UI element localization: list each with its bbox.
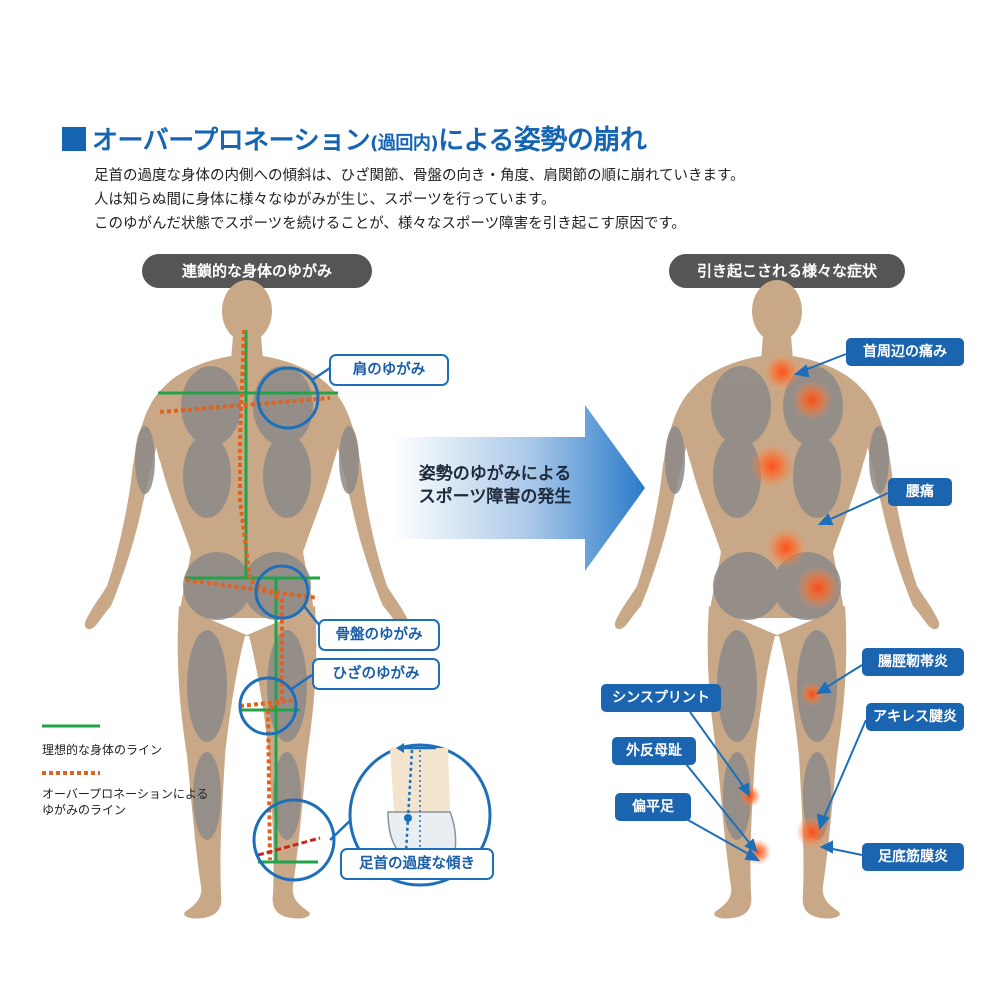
title-paren: (過回内) xyxy=(370,133,439,154)
callout-pelvis: 骨盤のゆがみ xyxy=(318,619,440,651)
ideal-lines xyxy=(158,330,338,864)
title-main: オーバープロネーション xyxy=(92,126,371,156)
distortion-circles xyxy=(238,366,336,882)
legend-distorted-label-1: オーバープロネーションによる xyxy=(42,787,209,801)
arrow-text: 姿勢のゆがみによる スポーツ障害の発生 xyxy=(405,463,585,509)
callout-ankle: 足首の過度な傾き xyxy=(340,848,494,880)
legend-distorted-label-2: ゆがみのライン xyxy=(42,803,127,817)
title-emphasis: 姿勢の崩れ xyxy=(513,125,647,156)
right-panel-heading: 引き起こされる様々な症状 xyxy=(669,254,905,288)
arrow-text-line-2: スポーツ障害の発生 xyxy=(418,487,572,507)
description-line-3: このゆがんだ状態でスポーツを続けることが、様々なスポーツ障害を引き起こす原因です… xyxy=(94,216,686,232)
description-line-1: 足首の過度な身体の内側への傾斜は、ひざ関節、骨盤の向き・角度、肩関節の順に崩れて… xyxy=(94,168,745,184)
symptom-lowback: 腰痛 xyxy=(888,478,952,506)
title-mid: による xyxy=(438,126,514,156)
right-connectors xyxy=(685,353,889,862)
left-panel-heading: 連鎖的な身体のゆがみ xyxy=(142,254,372,288)
callout-shoulder: 肩のゆがみ xyxy=(329,354,449,386)
symptom-flat-foot: 偏平足 xyxy=(615,793,691,821)
legend-ideal-label: 理想的な身体のライン xyxy=(42,743,163,757)
callout-knee: ひざのゆがみ xyxy=(312,658,440,690)
symptom-shin-splints: シンスプリント xyxy=(601,684,721,712)
page-title: オーバープロネーション(過回内)による姿勢の崩れ xyxy=(62,118,647,157)
distorted-lines xyxy=(159,329,331,861)
symptom-plantar: 足底筋膜炎 xyxy=(862,843,964,871)
big-arrow xyxy=(393,405,645,571)
description-line-2: 人は知らぬ間に身体に様々なゆがみが生じ、スポーツを行っています。 xyxy=(94,192,556,208)
ankle-red-line xyxy=(257,836,321,857)
symptom-itband: 腸脛靭帯炎 xyxy=(862,648,964,676)
arrow-text-line-1: 姿勢のゆがみによる xyxy=(418,464,572,484)
symptom-hallux-valgus: 外反母趾 xyxy=(612,737,696,765)
symptom-neck: 首周辺の痛み xyxy=(846,338,964,366)
symptom-achilles: アキレス腱炎 xyxy=(866,703,964,731)
title-square-icon xyxy=(62,127,86,151)
